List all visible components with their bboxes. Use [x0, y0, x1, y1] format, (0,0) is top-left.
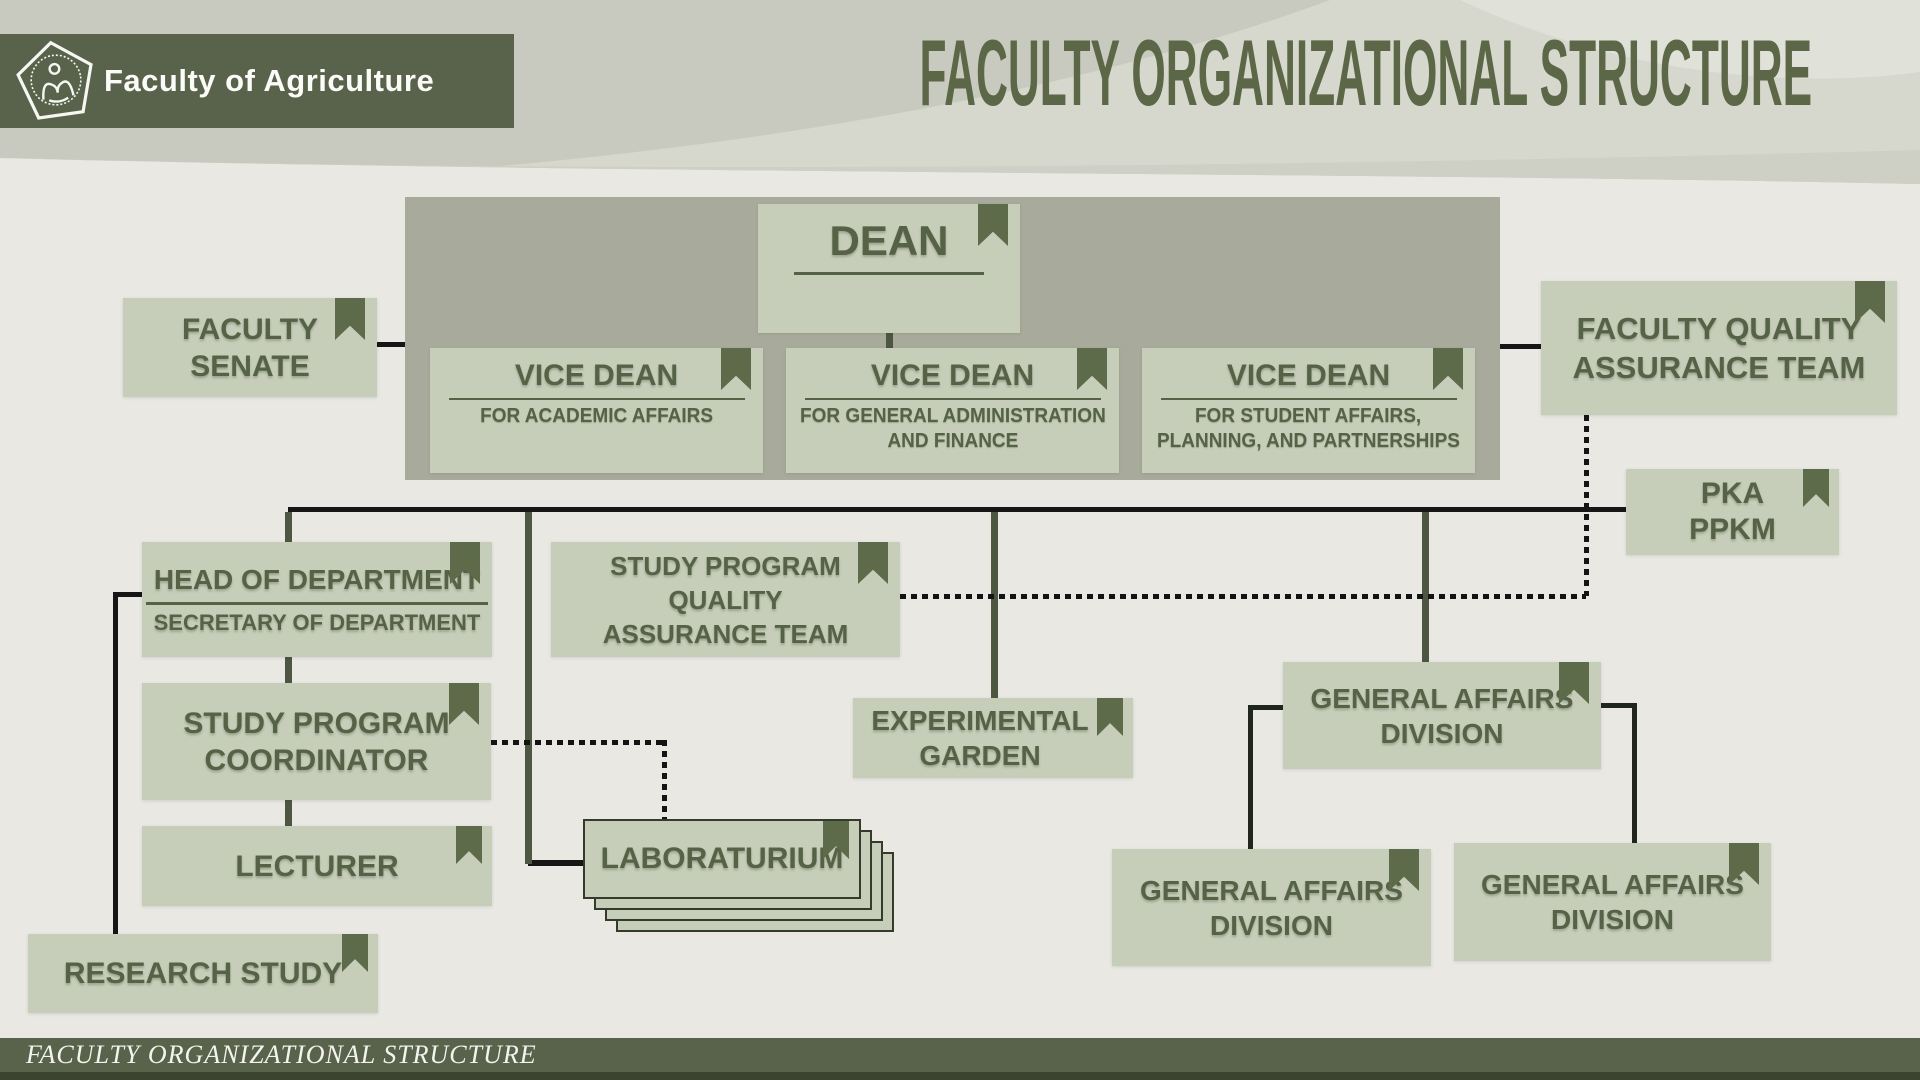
- node-label: VICE DEAN: [870, 359, 1035, 392]
- node-label: GENERAL AFFAIRS: [1310, 682, 1574, 714]
- bookmark-icon: [1097, 698, 1123, 736]
- bookmark-icon: [1559, 662, 1589, 704]
- connector-ga-left-v: [1248, 705, 1253, 849]
- faculty-name-label: Faculty of Agriculture: [104, 63, 435, 98]
- node-lecturer: LECTURER: [142, 826, 492, 906]
- node-sublabel: SECRETARY OF DEPARTMENT: [153, 610, 481, 635]
- connector-senate: [377, 342, 405, 347]
- node-label: FACULTY QUALITY: [1576, 311, 1862, 346]
- dotted-fqat-horizontal: [900, 594, 1586, 599]
- node-vice-dean-admin-finance: VICE DEAN FOR GENERAL ADMINISTRATION AND…: [786, 348, 1119, 473]
- node-research-study: RESEARCH STUDY: [28, 934, 378, 1013]
- label-underline: [804, 398, 1101, 400]
- header-background-band: [0, 0, 1920, 184]
- bookmark-icon: [456, 826, 482, 864]
- node-sublabel: AND FINANCE: [887, 430, 1018, 452]
- node-label: GENERAL AFFAIRS: [1481, 869, 1744, 900]
- connector-ga-right-v: [1632, 703, 1637, 843]
- connector-ga-left-h: [1248, 705, 1283, 710]
- connector-fqat: [1500, 344, 1541, 349]
- footer-title: FACULTY ORGANIZATIONAL STRUCTURE: [26, 1040, 537, 1069]
- bookmark-icon: [1855, 281, 1885, 323]
- bookmark-icon: [449, 683, 479, 725]
- node-laboratorium: LABORATURIUM: [583, 819, 861, 899]
- connector-head-drop: [285, 512, 292, 542]
- node-label: STUDY PROGRAM: [183, 706, 450, 740]
- node-label: DIVISION: [1380, 717, 1504, 749]
- node-label: ASSURANCE TEAM: [1572, 350, 1866, 385]
- node-sublabel: PLANNING, AND PARTNERSHIPS: [1157, 430, 1460, 452]
- node-dean: DEAN: [758, 204, 1020, 333]
- node-general-affairs-division-right: GENERAL AFFAIRS DIVISION: [1454, 843, 1771, 961]
- node-label: PPKM: [1689, 513, 1776, 546]
- bookmark-icon: [1803, 469, 1829, 507]
- node-label: VICE DEAN: [514, 359, 679, 392]
- bookmark-icon: [1389, 849, 1419, 891]
- dotted-spc-horizontal: [491, 740, 664, 745]
- node-label: GENERAL AFFAIRS: [1140, 874, 1403, 906]
- connector-ga-right-h: [1601, 703, 1637, 708]
- node-sublabel: FOR STUDENT AFFAIRS,: [1195, 405, 1422, 427]
- node-study-program-coordinator: STUDY PROGRAM COORDINATOR: [142, 683, 491, 800]
- connector-garden-drop: [991, 512, 998, 698]
- node-vice-dean-academic: VICE DEAN FOR ACADEMIC AFFAIRS: [430, 348, 763, 473]
- node-label: DEAN: [829, 217, 949, 264]
- node-label: DIVISION: [1210, 909, 1333, 941]
- node-label: SENATE: [190, 349, 310, 383]
- bookmark-icon: [1077, 348, 1107, 390]
- footer-strip: [0, 1072, 1920, 1080]
- university-emblem-icon: [16, 40, 93, 120]
- node-sublabel: FOR ACADEMIC AFFAIRS: [480, 405, 713, 427]
- node-label: COORDINATOR: [204, 743, 429, 777]
- connector-left-vertical: [113, 592, 118, 934]
- node-pka-ppkm: PKA PPKM: [1626, 469, 1839, 555]
- connector-head-spc: [285, 657, 292, 683]
- footer-bar: FACULTY ORGANIZATIONAL STRUCTURE: [0, 1038, 1920, 1072]
- node-sublabel: FOR GENERAL ADMINISTRATION: [799, 405, 1106, 427]
- node-general-affairs-division-left: GENERAL AFFAIRS DIVISION: [1112, 849, 1431, 966]
- connector-trunk: [288, 507, 1626, 512]
- page-title: FACULTY ORGANIZATIONAL STRUCTURE: [919, 20, 1812, 125]
- node-label: VICE DEAN: [1226, 359, 1391, 392]
- node-label: FACULTY: [181, 312, 319, 346]
- node-label: DIVISION: [1551, 904, 1674, 935]
- bookmark-icon: [721, 348, 751, 390]
- bookmark-icon: [1729, 843, 1759, 885]
- label-underline: [1160, 398, 1457, 400]
- label-underline: [794, 272, 984, 275]
- node-general-affairs-division: GENERAL AFFAIRS DIVISION: [1283, 662, 1601, 769]
- node-faculty-senate: FACULTY SENATE: [123, 298, 377, 397]
- node-head-of-department: HEAD OF DEPARTMENT SECRETARY OF DEPARTME…: [142, 542, 492, 657]
- node-label: ASSURANCE TEAM: [602, 618, 849, 649]
- node-faculty-quality-assurance-team: FACULTY QUALITY ASSURANCE TEAM: [1541, 281, 1897, 415]
- connector-lab-elbow: [528, 860, 585, 866]
- node-experimental-garden: EXPERIMENTAL GARDEN: [853, 698, 1133, 778]
- connector-lab-drop: [525, 512, 532, 864]
- connector-head-elbow: [113, 592, 142, 597]
- bookmark-icon: [335, 298, 365, 340]
- node-vice-dean-student-affairs: VICE DEAN FOR STUDENT AFFAIRS, PLANNING,…: [1142, 348, 1475, 473]
- bookmark-icon: [1433, 348, 1463, 390]
- node-label: PKA: [1700, 477, 1765, 510]
- connector-dean-drop: [886, 321, 893, 348]
- connector-ga-drop: [1422, 512, 1429, 662]
- node-label: LABORATURIUM: [600, 842, 844, 875]
- node-label: HEAD OF DEPARTMENT: [145, 563, 489, 605]
- bookmark-icon: [342, 934, 368, 972]
- node-label: STUDY PROGRAM QUALITY: [610, 550, 841, 615]
- node-label: RESEARCH STUDY: [63, 957, 343, 990]
- node-label: EXPERIMENTAL: [871, 705, 1089, 736]
- faculty-logo-bar: Faculty of Agriculture: [0, 34, 514, 128]
- label-underline: [448, 398, 745, 400]
- dotted-lab-vertical: [662, 740, 667, 819]
- dotted-fqat-vertical: [1584, 415, 1589, 596]
- node-label: LECTURER: [235, 849, 399, 883]
- node-label: GARDEN: [919, 740, 1041, 771]
- connector-spc-lecturer: [285, 800, 292, 826]
- bookmark-icon: [978, 204, 1008, 246]
- node-study-program-quality-assurance-team: STUDY PROGRAM QUALITY ASSURANCE TEAM: [551, 542, 900, 657]
